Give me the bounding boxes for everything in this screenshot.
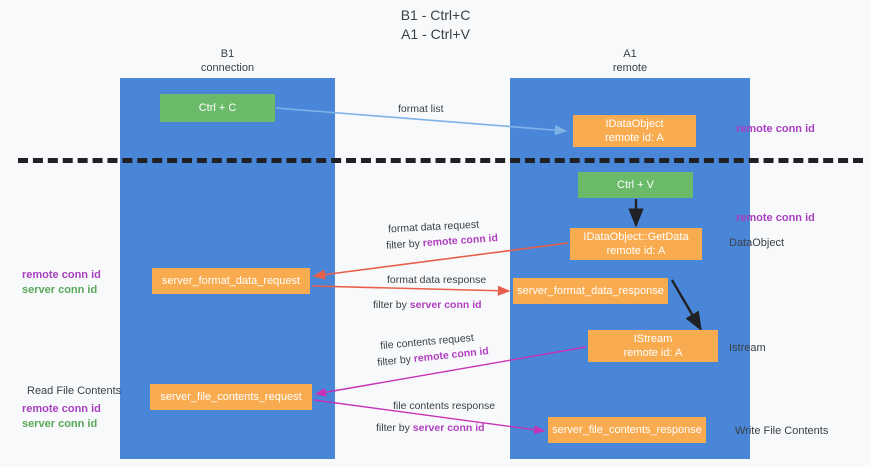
node-ctrl-v-label: Ctrl + V <box>617 179 654 191</box>
phase-divider <box>18 158 863 163</box>
filter-key-server-conn-id: server conn id <box>409 299 482 311</box>
column-header-a1-name: A1 <box>623 48 637 60</box>
node-server-format-data-request-label: server_format_data_request <box>161 275 301 287</box>
column-header-a1-role: remote <box>612 62 648 74</box>
filter-prefix: filter by <box>385 237 424 252</box>
filter-prefix: filter by <box>373 299 410 311</box>
node-getdata-remote-id: remote id: A <box>606 245 666 257</box>
annotation-remote-conn-id-mid: remote conn id <box>736 212 815 224</box>
node-istream[interactable]: IStream remote id: A <box>588 330 718 362</box>
filter-prefix: filter by <box>376 353 415 369</box>
annotation-server-conn-id-left-bottom: server conn id <box>22 418 98 430</box>
annotation-remote-conn-id-left-mid: remote conn id <box>22 269 101 281</box>
annotation-conn-ids-mid: remote conn id server conn id <box>22 268 101 298</box>
annotation-remote-conn-id-left-bottom: remote conn id <box>22 403 101 415</box>
node-server-file-contents-response[interactable]: server_file_contents_response <box>548 417 706 443</box>
annotation-conn-ids-bottom: remote conn id server conn id <box>22 402 101 432</box>
node-server-file-contents-request-label: server_file_contents_request <box>160 391 302 403</box>
title-line-2: A1 - Ctrl+V <box>401 26 470 42</box>
filter-prefix: filter by <box>376 422 413 434</box>
node-idataobject-remote[interactable]: IDataObject remote id: A <box>573 115 696 147</box>
node-server-format-data-response-label: server_format_data_response <box>517 285 664 297</box>
node-ctrl-c[interactable]: Ctrl + C <box>160 94 275 122</box>
annotation-dataobject: DataObject <box>729 237 785 249</box>
annotation-read-file-contents: Read File Contents <box>27 385 122 397</box>
column-header-a1: A1 remote <box>510 47 750 75</box>
column-header-b1-role: connection <box>200 62 255 74</box>
node-server-format-data-response[interactable]: server_format_data_response <box>513 278 668 304</box>
annotation-server-conn-id-left-mid: server conn id <box>22 284 98 296</box>
annotation-istream: Istream <box>729 342 766 354</box>
filter-key-server-conn-id: server conn id <box>412 422 485 434</box>
node-server-format-data-request[interactable]: server_format_data_request <box>152 268 310 294</box>
annotation-remote-conn-id-top: remote conn id <box>736 123 815 135</box>
node-ctrl-v[interactable]: Ctrl + V <box>578 172 693 198</box>
edge-label-format-data-response-filter: filter by server conn id <box>373 298 482 312</box>
title-line-1: B1 - Ctrl+C <box>400 7 471 23</box>
node-ctrl-c-label: Ctrl + C <box>198 102 237 114</box>
node-getdata-title: IDataObject::GetData <box>583 231 689 243</box>
column-header-b1: B1 connection <box>120 47 335 75</box>
edge-label-file-contents-response-filter: filter by server conn id <box>376 421 485 435</box>
node-istream-remote-id: remote id: A <box>623 347 683 359</box>
node-idataobject-title: IDataObject <box>605 118 664 130</box>
node-istream-title: IStream <box>633 333 673 345</box>
edge-label-file-contents-response: file contents response <box>393 400 496 412</box>
node-server-file-contents-request[interactable]: server_file_contents_request <box>150 384 312 410</box>
node-server-file-contents-response-label: server_file_contents_response <box>552 424 702 436</box>
page-title: B1 - Ctrl+C A1 - Ctrl+V <box>0 6 871 44</box>
filter-key-remote-conn-id: remote conn id <box>422 232 499 250</box>
node-idataobject-getdata[interactable]: IDataObject::GetData remote id: A <box>570 228 702 260</box>
node-idataobject-remote-id: remote id: A <box>605 132 664 144</box>
edge-label-format-list: format list <box>398 103 444 115</box>
column-header-b1-name: B1 <box>220 48 235 60</box>
edge-label-format-data-response: format data response <box>387 274 487 286</box>
annotation-write-file-contents: Write File Contents <box>735 425 829 437</box>
